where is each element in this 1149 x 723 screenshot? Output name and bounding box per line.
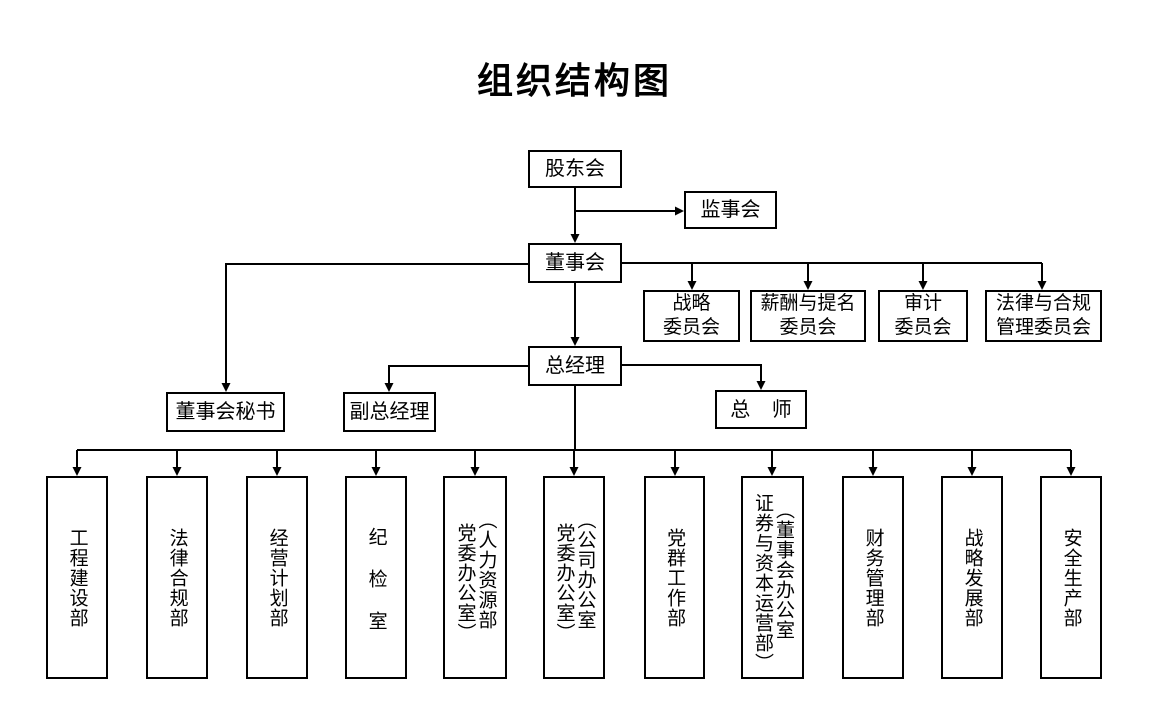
node-dept-safety-production: 安全生产部 [1040, 476, 1102, 679]
node-general-manager-label: 总经理 [545, 355, 605, 377]
node-committee-strategy: 战略 委员会 [643, 290, 740, 342]
node-board-label: 董事会 [545, 252, 605, 274]
connector-paths [76, 188, 1072, 467]
dept-party-committee-office-hr-main-label: 党委办公室） [454, 522, 476, 643]
committee-audit-label: 审计 委员会 [894, 293, 952, 338]
dept-engineering-construction-label: 工程建设部 [66, 527, 88, 628]
dept-safety-production-label: 安全生产部 [1060, 527, 1082, 628]
node-dept-finance-management: 财务管理部 [842, 476, 904, 679]
node-chief-engineer-label: 总 师 [730, 398, 800, 421]
dept-legal-compliance-label: 法律合规部 [166, 527, 188, 628]
node-board-secretary-label: 董事会秘书 [175, 401, 276, 423]
node-committee-remuneration-nomination: 薪酬与提名 委员会 [750, 290, 866, 342]
node-dept-party-mass-work: 党群工作部 [644, 476, 705, 679]
node-chief-engineer: 总 师 [715, 390, 807, 429]
node-general-manager: 总经理 [528, 346, 622, 386]
dept-finance-management-label: 财务管理部 [862, 527, 884, 628]
node-dept-securities-capital-operations: 证券与资本运营部） （董事会办公室 [741, 476, 804, 679]
dept-securities-capital-operations-main-label: 证券与资本运营部） [752, 492, 773, 673]
dept-strategy-development-label: 战略发展部 [961, 527, 983, 628]
node-deputy-general-manager: 副总经理 [343, 392, 436, 432]
dept-discipline-inspection-label: 纪检室 [365, 526, 387, 653]
arrow-heads [72, 206, 1076, 476]
node-deputy-general-manager-label: 副总经理 [349, 401, 430, 423]
dept-securities-capital-operations-paren-label: （董事会办公室 [772, 499, 794, 640]
node-board-secretary: 董事会秘书 [166, 392, 285, 432]
node-shareholders-label: 股东会 [545, 158, 605, 180]
node-shareholders: 股东会 [528, 150, 622, 188]
dept-party-committee-office-company-main-label: 党委办公室） [553, 522, 575, 643]
dept-party-mass-work-label: 党群工作部 [664, 527, 686, 628]
node-dept-party-committee-office-hr: 党委办公室） （人力资源部 [443, 476, 507, 679]
node-committee-legal-compliance: 法律与合规 管理委员会 [985, 290, 1102, 342]
dept-business-planning-label: 经营计划部 [266, 527, 288, 628]
committee-strategy-label: 战略 委员会 [662, 293, 720, 338]
node-board: 董事会 [528, 243, 622, 283]
node-dept-party-committee-office-company: 党委办公室） （公司办公室 [543, 476, 605, 679]
node-supervisors: 监事会 [684, 191, 777, 229]
node-dept-business-planning: 经营计划部 [246, 476, 308, 679]
node-dept-discipline-inspection: 纪检室 [345, 476, 407, 679]
node-dept-strategy-development: 战略发展部 [941, 476, 1003, 679]
committee-remuneration-nomination-label: 薪酬与提名 委员会 [760, 293, 856, 338]
dept-party-committee-office-company-paren-label: （公司办公室 [574, 509, 596, 630]
committee-legal-compliance-label: 法律与合规 管理委员会 [995, 293, 1091, 338]
node-dept-legal-compliance: 法律合规部 [146, 476, 208, 679]
node-dept-engineering-construction: 工程建设部 [46, 476, 108, 679]
node-supervisors-label: 监事会 [700, 199, 761, 221]
dept-party-committee-office-hr-paren-label: （人力资源部 [475, 509, 497, 630]
node-committee-audit: 审计 委员会 [878, 290, 968, 342]
chart-title: 组织结构图 [476, 60, 672, 101]
